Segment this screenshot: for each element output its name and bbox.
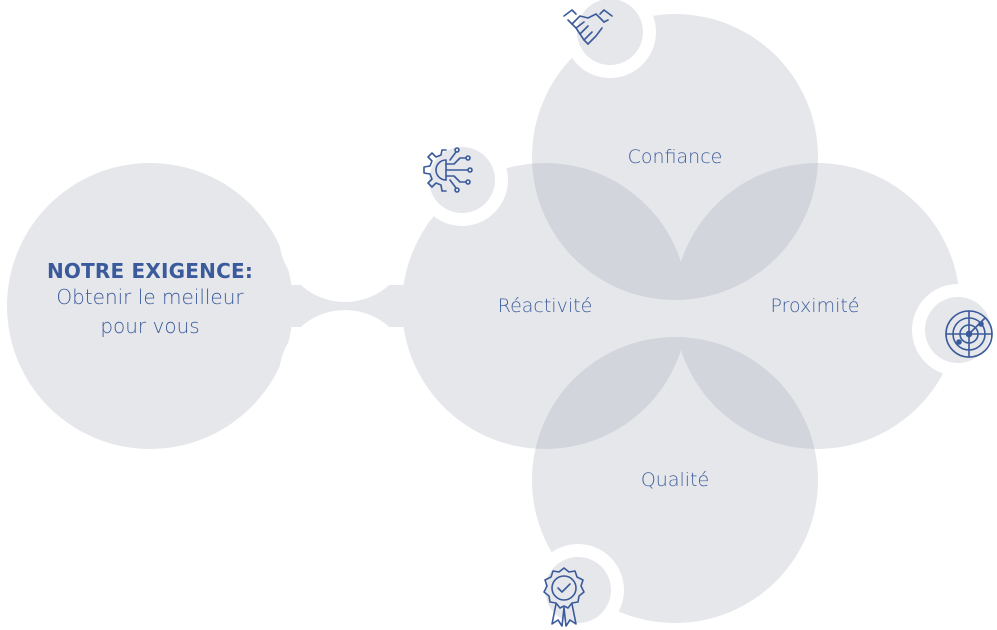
award-badge-icon bbox=[543, 567, 585, 627]
main-subtitle-line2: pour vous bbox=[100, 314, 200, 338]
overlap-top-left bbox=[532, 163, 688, 300]
main-title: NOTRE EXIGENCE: Obtenir le meilleur pour… bbox=[20, 259, 280, 341]
label-proximite: Proximité bbox=[770, 295, 860, 317]
label-reactivite: Réactivité bbox=[497, 295, 593, 317]
icon-bubble-proximite bbox=[925, 297, 991, 363]
main-bubble bbox=[7, 163, 440, 449]
overlap-bottom-left bbox=[532, 337, 688, 449]
main-heading: NOTRE EXIGENCE: bbox=[46, 259, 254, 283]
overlap-bottom-right bbox=[674, 337, 818, 449]
overlap-top-right bbox=[674, 163, 818, 300]
label-confiance: Confiance bbox=[627, 146, 723, 168]
main-subtitle-line1: Obtenir le meilleur bbox=[56, 285, 244, 309]
handshake-icon bbox=[563, 9, 613, 45]
gear-circuit-icon bbox=[423, 147, 473, 193]
radar-icon bbox=[945, 310, 993, 358]
icon-bubble-confiance bbox=[577, 0, 643, 65]
icon-bubble-reactivite bbox=[429, 147, 495, 213]
label-qualite: Qualité bbox=[640, 469, 710, 491]
